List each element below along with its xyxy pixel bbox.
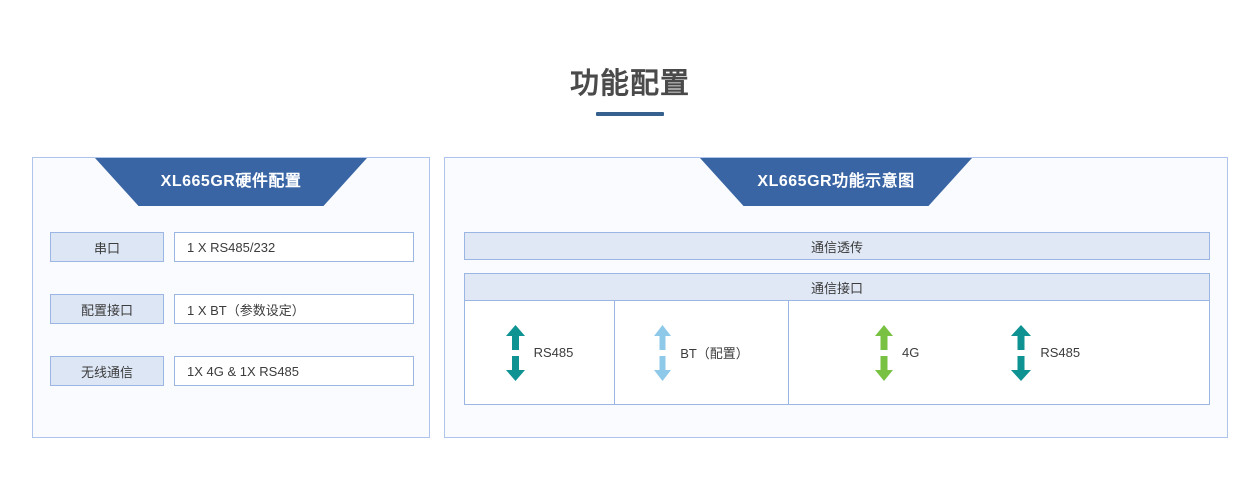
interface-column-wireless: 4G RS485 xyxy=(789,301,1209,404)
spec-value: 1 X BT（参数设定） xyxy=(174,294,414,324)
band-transparent-transmission: 通信透传 xyxy=(464,232,1210,260)
table-row: 配置接口 1 X BT（参数设定） xyxy=(50,294,414,324)
function-diagram-card: XL665GR功能示意图 通信透传 通信接口 RS485 xyxy=(444,157,1228,438)
port-label: BT（配置） xyxy=(680,346,749,361)
table-row: 无线通信 1X 4G & 1X RS485 xyxy=(50,356,414,386)
port-label: RS485 xyxy=(1040,345,1081,360)
spec-key: 无线通信 xyxy=(50,356,164,386)
page-header: 功能配置 xyxy=(0,66,1260,116)
port-4g: 4G xyxy=(875,324,920,381)
interface-columns: RS485 BT（配置） xyxy=(464,301,1210,405)
hardware-config-card: XL665GR硬件配置 串口 1 X RS485/232 配置接口 1 X BT… xyxy=(32,157,430,438)
hardware-spec-table: 串口 1 X RS485/232 配置接口 1 X BT（参数设定） 无线通信 … xyxy=(50,232,414,386)
interface-column-bt: BT（配置） xyxy=(615,301,789,404)
table-row: 串口 1 X RS485/232 xyxy=(50,232,414,262)
spec-value: 1X 4G & 1X RS485 xyxy=(174,356,414,386)
band-gap xyxy=(464,260,1210,273)
port-rs485-serial: RS485 xyxy=(505,324,574,381)
double-arrow-up-down-icon xyxy=(1011,324,1032,381)
port-label: RS485 xyxy=(533,345,574,360)
port-rs485-wireless: RS485 xyxy=(1011,324,1081,381)
port-bt-config: BT（配置） xyxy=(654,324,749,381)
function-diagram-banner: XL665GR功能示意图 xyxy=(700,158,972,206)
function-diagram: 通信透传 通信接口 RS485 xyxy=(464,232,1210,405)
double-arrow-up-down-icon xyxy=(875,324,893,381)
spec-key: 配置接口 xyxy=(50,294,164,324)
port-label: 4G xyxy=(902,345,920,360)
spec-value: 1 X RS485/232 xyxy=(174,232,414,262)
interface-column-serial: RS485 xyxy=(465,301,615,404)
page-title: 功能配置 xyxy=(569,68,690,100)
hardware-config-banner: XL665GR硬件配置 xyxy=(95,158,367,206)
band-communication-interface: 通信接口 xyxy=(464,273,1210,301)
double-arrow-up-down-icon xyxy=(654,324,672,381)
title-underline xyxy=(596,112,664,116)
spec-key: 串口 xyxy=(50,232,164,262)
double-arrow-up-down-icon xyxy=(505,324,525,381)
